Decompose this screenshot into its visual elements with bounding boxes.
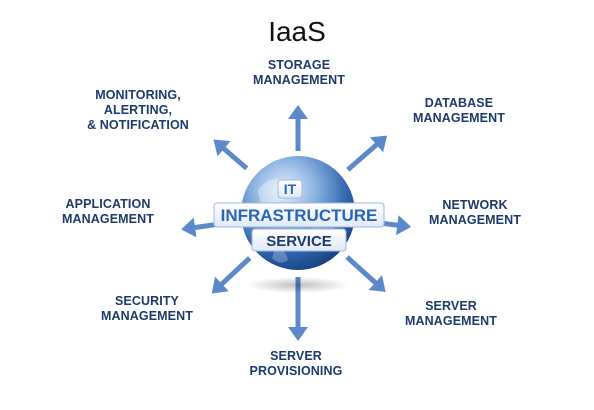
node-line: MONITORING, bbox=[95, 88, 181, 102]
arrow-storage-icon bbox=[288, 105, 308, 151]
node-line: APPLICATION bbox=[65, 197, 151, 211]
globe-shadow bbox=[246, 277, 350, 293]
service-banner bbox=[251, 228, 347, 252]
arrow-database-icon bbox=[346, 135, 388, 172]
node-line: NETWORK bbox=[442, 198, 508, 212]
node-line: SECURITY bbox=[114, 294, 179, 308]
it-tag bbox=[277, 179, 303, 199]
node-server-provisioning: SERVER PROVISIONING bbox=[238, 349, 354, 379]
arrow-monitoring-icon bbox=[213, 139, 249, 171]
node-security: SECURITY MANAGEMENT bbox=[92, 294, 202, 324]
arrow-security-icon bbox=[211, 256, 252, 294]
node-monitoring: MONITORING, ALERTING, & NOTIFICATION bbox=[76, 88, 200, 133]
node-line: MANAGEMENT bbox=[101, 309, 193, 323]
page-title: IaaS bbox=[268, 16, 326, 47]
arrow-server-provisioning-icon bbox=[288, 277, 308, 341]
node-storage: STORAGE MANAGEMENT bbox=[244, 58, 354, 88]
center-line-1: IT bbox=[284, 181, 297, 197]
node-line: SERVER bbox=[425, 299, 477, 313]
center-line-3: SERVICE bbox=[266, 233, 332, 250]
node-application: APPLICATION MANAGEMENT bbox=[50, 197, 166, 227]
node-line: PROVISIONING bbox=[249, 364, 343, 378]
infrastructure-banner bbox=[213, 202, 385, 228]
node-line: MANAGEMENT bbox=[405, 314, 497, 328]
node-line: & NOTIFICATION bbox=[87, 118, 189, 132]
node-server-management: SERVER MANAGEMENT bbox=[396, 299, 506, 329]
node-line: MANAGEMENT bbox=[413, 111, 505, 125]
node-database: DATABASE MANAGEMENT bbox=[404, 96, 514, 126]
node-line: MANAGEMENT bbox=[429, 213, 521, 227]
node-line: MANAGEMENT bbox=[62, 212, 154, 226]
node-network: NETWORK MANAGEMENT bbox=[420, 198, 530, 228]
node-line: MANAGEMENT bbox=[253, 73, 345, 87]
node-line: STORAGE bbox=[267, 58, 331, 72]
node-line: ALERTING, bbox=[103, 103, 173, 117]
node-line: SERVER bbox=[270, 349, 322, 363]
center-line-2: INFRASTRUCTURE bbox=[221, 206, 378, 225]
arrow-server-management-icon bbox=[345, 255, 386, 292]
node-line: DATABASE bbox=[424, 96, 494, 110]
